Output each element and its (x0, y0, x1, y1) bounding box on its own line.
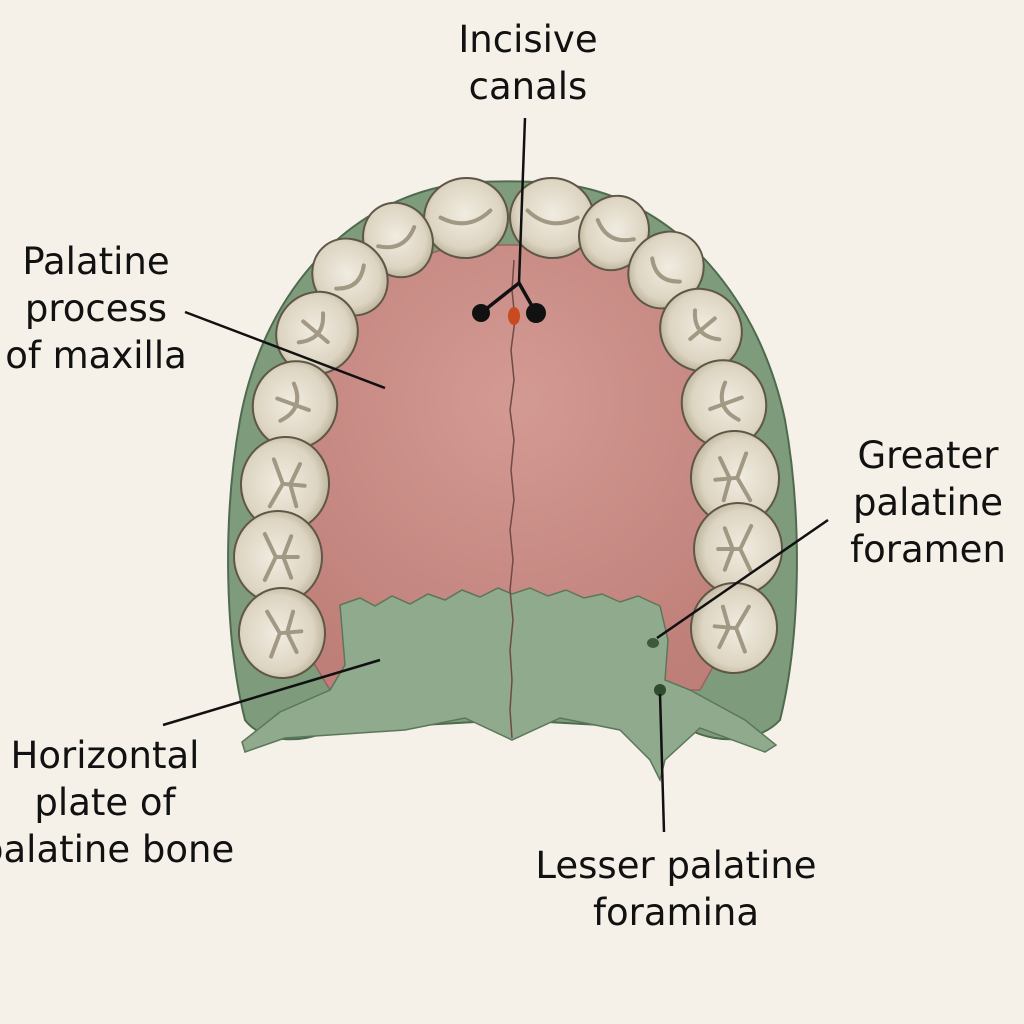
tooth-occlusal-groove (650, 256, 682, 284)
tooth-occlusal-groove (376, 225, 417, 250)
tooth-occlusal-groove (262, 532, 300, 582)
tooth-occlusal-groove (275, 381, 311, 423)
leader-greater-palatine (656, 518, 829, 640)
tooth-occlusal-groove (438, 208, 493, 226)
tooth-occlusal-groove (267, 457, 307, 509)
tooth-2 (509, 176, 595, 260)
tooth-4 (578, 194, 650, 272)
tooth-occlusal-groove (265, 609, 304, 659)
tooth-occlusal-groove (708, 380, 744, 422)
leader-dot-left (472, 304, 490, 322)
tooth-occlusal-groove (688, 308, 722, 342)
tooth-occlusal-groove (525, 208, 580, 226)
median-palatine-suture (509, 259, 516, 739)
tooth-16 (689, 582, 779, 674)
tooth-occlusal-groove (713, 451, 753, 503)
leader-horizontal-plate (162, 658, 381, 727)
label-lesser-palatine-foramina: Lesser palatine foramina (535, 844, 817, 934)
label-horizontal-plate: Horizontal plate of palatine bone (0, 734, 235, 871)
incisive-foramen (508, 307, 520, 325)
leader-dot-right (526, 303, 546, 323)
greater-palatine-foramen (647, 638, 659, 648)
leader-incisive-fork (479, 280, 538, 315)
tooth-12 (689, 430, 781, 526)
leader-lesser-palatine (658, 693, 666, 833)
label-greater-palatine-foramen: Greater palatine foramen (850, 434, 1006, 571)
leader-incisive (517, 117, 527, 284)
tooth-occlusal-groove (334, 263, 366, 291)
label-incisive-canals: Incisive canals (458, 18, 598, 108)
tooth-occlusal-groove (716, 524, 754, 574)
tooth-occlusal-groove (712, 604, 751, 654)
leader-lines (162, 117, 829, 833)
lesser-palatine-foramen (654, 684, 666, 696)
horizontal-plate-area (241, 587, 778, 783)
tooth-15 (237, 587, 327, 679)
leader-palatine-process (184, 310, 386, 390)
tooth-6 (627, 230, 705, 310)
tooth-10 (680, 359, 768, 449)
tooth-occlusal-groove (296, 311, 330, 345)
label-palatine-process: Palatine process of maxilla (5, 240, 187, 377)
tooth-occlusal-groove (595, 218, 636, 243)
